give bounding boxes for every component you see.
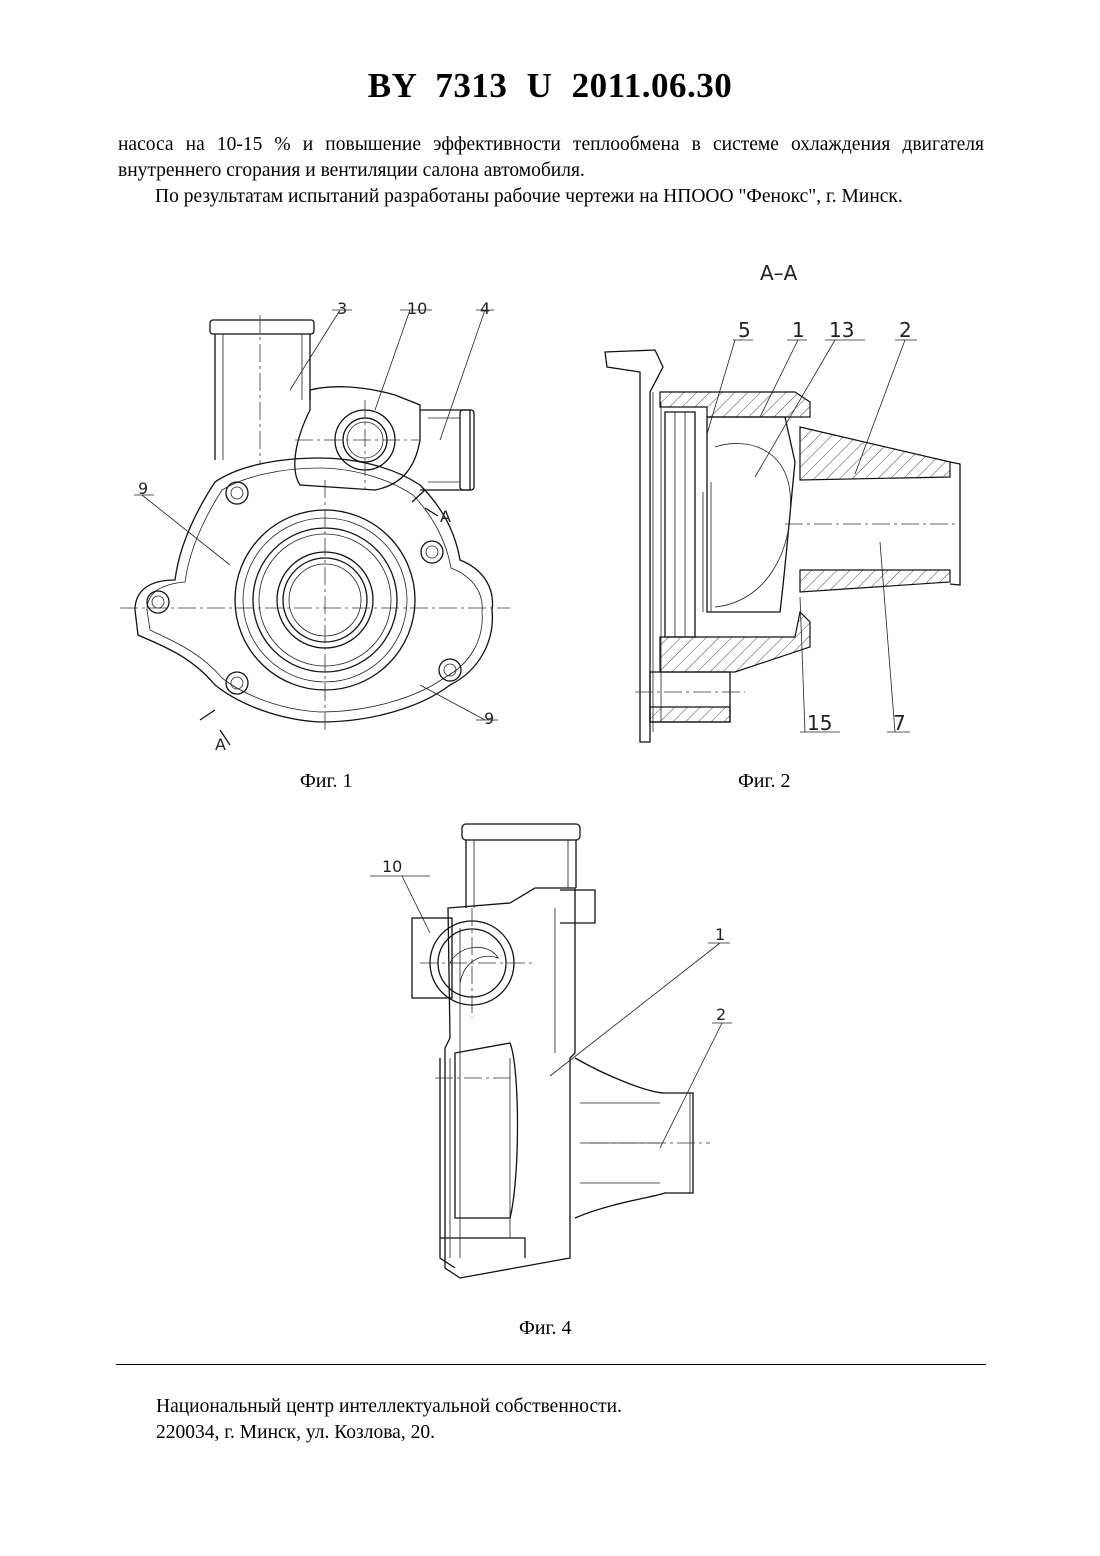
fig1-label-9a: 9 [138,479,148,498]
fig4-label-10: 10 [382,857,402,876]
fig1-label-4: 4 [480,299,490,318]
fig4-label-1: 1 [715,925,725,944]
paragraph-continuation: насоса на 10-15 % и повышение эффективно… [118,132,984,184]
document-header: BY 7313 U 2011.06.30 [0,66,1100,106]
fig1-section-a-bottom: А [215,735,226,754]
fig1-label-10: 10 [407,299,427,318]
figure-2-section-a-a: А–А 5 1 13 2 15 7 [595,252,975,752]
footer-address: 220034, г. Минск, ул. Козлова, 20. [156,1422,435,1444]
figure-4-caption: Фиг. 4 [519,1317,571,1340]
fig4-label-2: 2 [716,1005,726,1024]
fig2-label-2: 2 [899,318,912,342]
footer-organization: Национальный центр интеллектуальной собс… [156,1396,622,1418]
figure-4-side-view: 10 1 2 [360,818,740,1288]
fig1-section-a-top: А [440,507,451,526]
fig1-label-3: 3 [337,299,347,318]
figure-1-front-view: 3 10 4 9 9 А А [120,290,520,760]
fig2-section-title: А–А [760,261,798,285]
paragraph-test-results: По результатам испытаний разработаны раб… [118,184,984,210]
fig2-label-15: 15 [807,711,832,735]
fig2-label-13: 13 [829,318,854,342]
fig1-label-9b: 9 [484,709,494,728]
footer-divider [116,1364,986,1365]
figure-1-caption: Фиг. 1 [300,770,352,793]
figure-2-caption: Фиг. 2 [738,770,790,793]
fig2-label-7: 7 [893,711,906,735]
fig2-label-5: 5 [738,318,751,342]
fig2-label-1: 1 [792,318,805,342]
